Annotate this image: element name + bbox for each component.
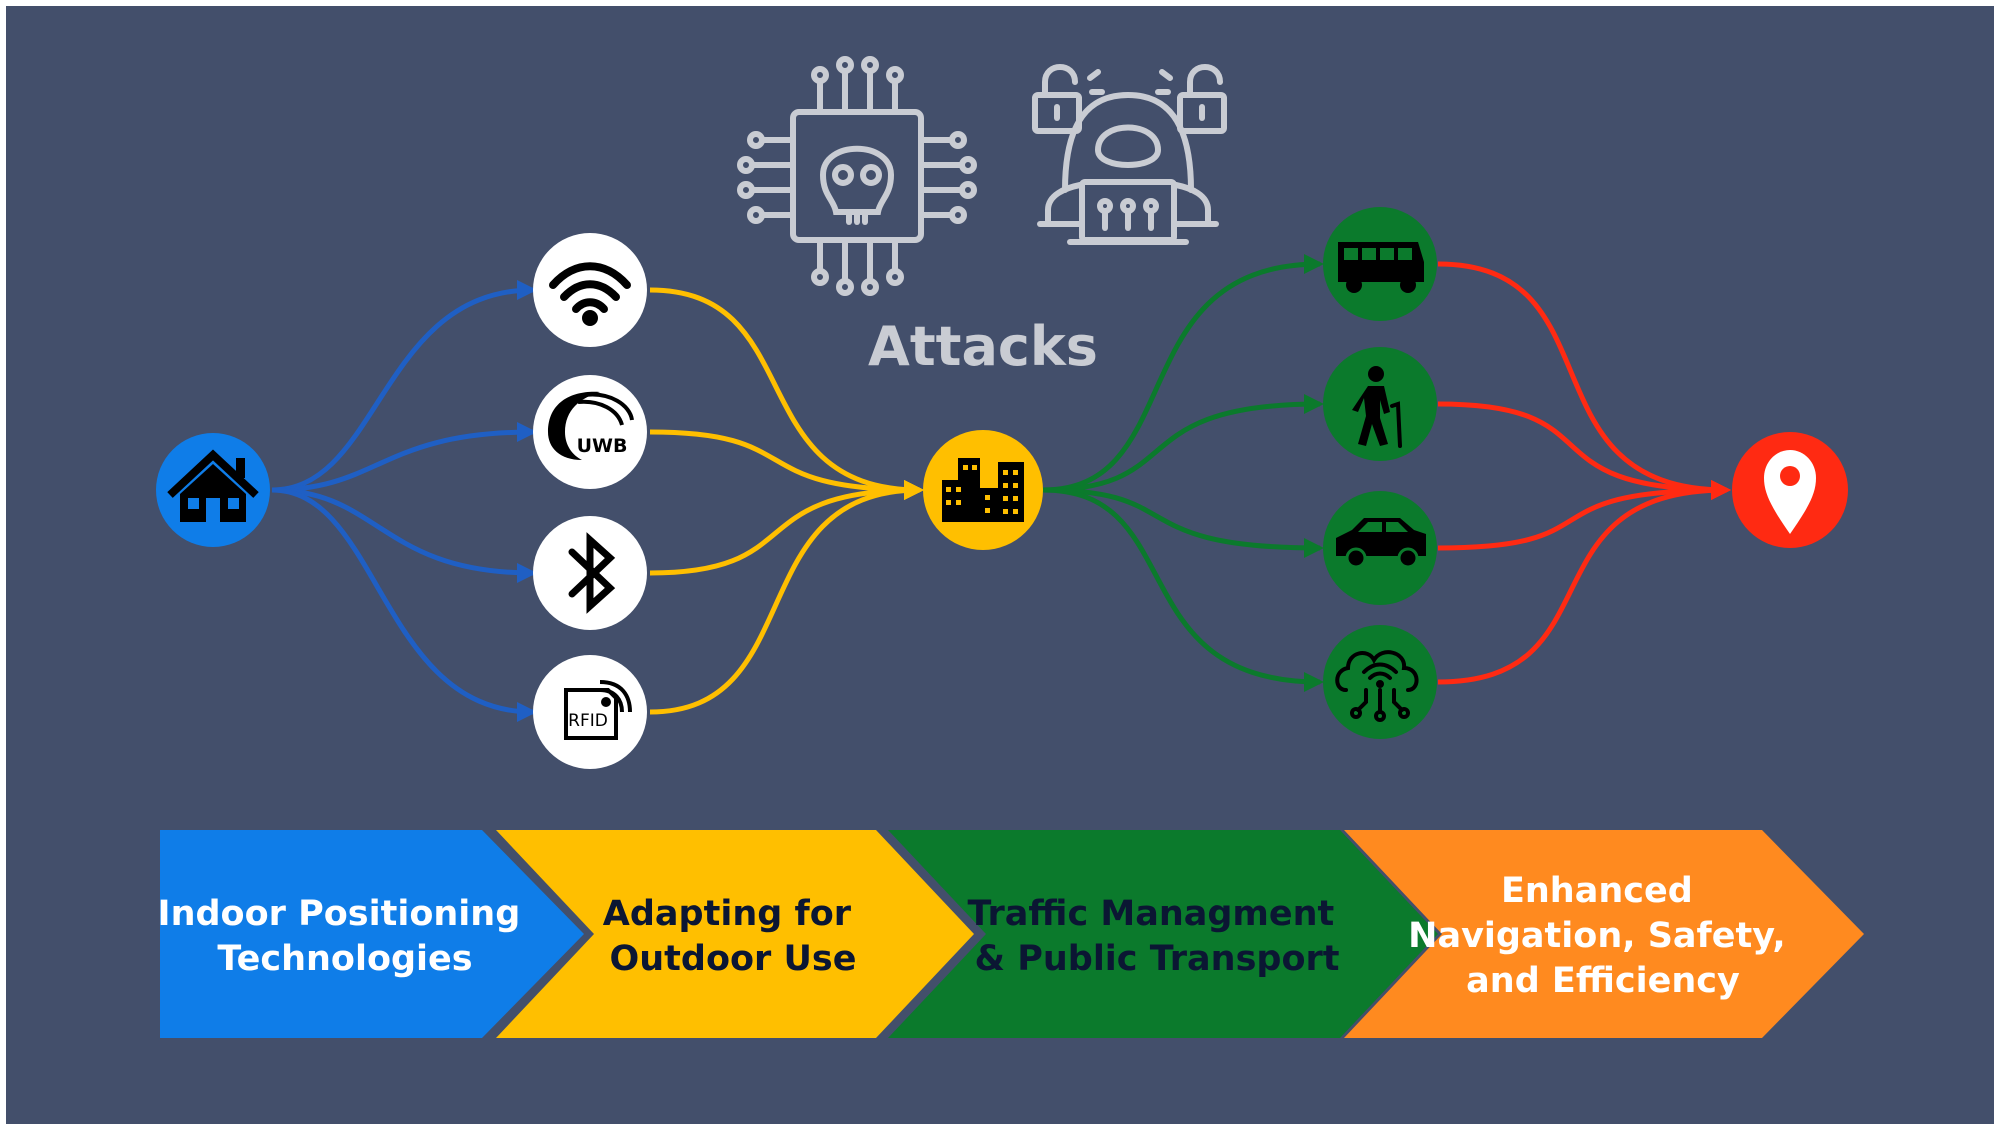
stage-label-line: Adapting for [603,894,852,934]
connector-hub-pedestrian [1042,394,1324,493]
location-pin-icon [1764,450,1816,534]
connector-hub-cloud [1042,487,1324,692]
stage-chevron-enhanced [1344,830,1864,1038]
destination-node [1732,432,1848,548]
stage-label-line: & Public Transport [974,939,1339,979]
connector-pedestrian-destination [1437,401,1731,500]
unlocked-padlock-icon [1155,64,1227,134]
stage-label-line: Enhanced [1501,871,1693,911]
rfid-icon: RFID [564,680,632,740]
car-icon [1336,518,1426,569]
rfid-node: RFID [533,655,647,769]
uwb-icon: UWB [548,391,634,460]
stage-label-traffic: Traffic Managment & Public Transport [968,894,1347,979]
connectors-hub-to-transport [1042,254,1324,692]
stage-label-enhanced: Enhanced Navigation, Safety, and Efficie… [1408,871,1798,1001]
bus-icon [1338,242,1424,293]
elderly-pedestrian-icon [1352,366,1402,448]
connector-wifi-hub [649,287,924,500]
hacker-laptop-icon [1037,92,1219,245]
connector-car-destination [1437,480,1731,551]
connector-home-uwb [271,422,537,493]
cloud-network-node [1323,625,1437,739]
bus-node [1323,207,1437,321]
connector-home-rfid [271,487,537,722]
wifi-node [533,233,647,347]
connector-hub-bus [1042,254,1324,493]
attacks-title: Attacks [868,315,1098,378]
stage-label-line: Outdoor Use [610,939,857,979]
cloud-network-icon [1335,650,1419,722]
car-node [1323,491,1437,605]
chip-skull-icon [737,56,977,296]
city-buildings-icon [942,458,1024,522]
stage-banner: Indoor Positioning Technologies Adapting… [158,830,1864,1038]
pedestrian-node [1323,347,1437,461]
stage-chevron-traffic [888,830,1438,1038]
connector-rfid-hub [649,480,924,715]
stage-label-line: and Efficiency [1466,961,1740,1001]
stage-label-line: Navigation, Safety, [1408,916,1785,956]
stage-label-indoor: Indoor Positioning Technologies [158,894,533,979]
connector-cloud-destination [1437,480,1731,685]
connectors-technologies-to-hub [649,287,924,715]
connector-bus-destination [1437,261,1731,500]
stage-label-outdoor: Adapting for Outdoor Use [603,894,863,979]
home-icon [167,449,259,522]
connector-home-wifi [271,280,537,493]
wifi-icon [549,262,631,326]
stage-label-line: Technologies [217,939,472,979]
city-hub-node [923,430,1043,550]
connectors-transport-to-destination [1437,261,1731,685]
connector-bluetooth-hub [649,480,924,576]
connectors-home-to-technologies [271,280,537,722]
home-node [156,433,270,547]
connector-home-bluetooth [271,487,537,583]
uwb-label: UWB [577,435,628,457]
connector-hub-car [1042,487,1324,558]
bluetooth-icon [568,532,616,614]
unlocked-padlock-icon [1032,64,1105,134]
stage-chevron-outdoor [496,830,974,1038]
rfid-label: RFID [568,711,608,731]
uwb-node: UWB [533,375,647,489]
bluetooth-node [533,516,647,630]
stage-label-line: Traffic Managment [968,894,1335,934]
stage-chevron-indoor [160,830,584,1038]
stage-label-line: Indoor Positioning [158,894,521,934]
connector-uwb-hub [649,429,924,500]
